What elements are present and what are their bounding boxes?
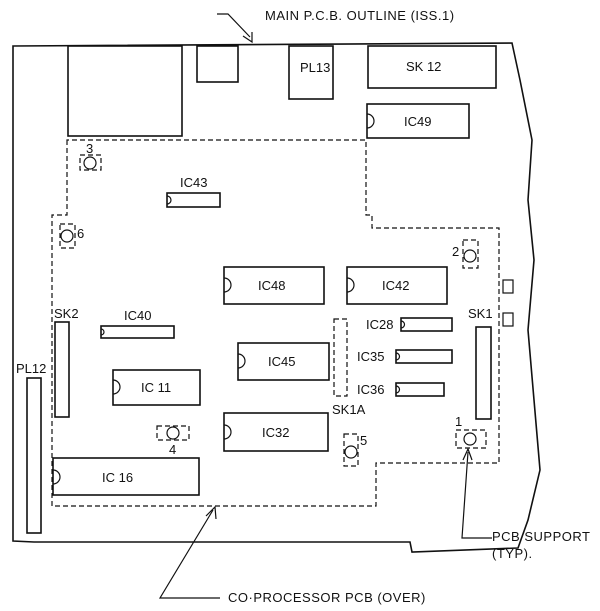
support-4-label: 4 [169, 442, 176, 457]
pcb-support-6: 6 [59, 223, 84, 249]
ic42-label: IC42 [382, 278, 409, 293]
pcb-support-leader [461, 451, 492, 539]
pl12-label: PL12 [16, 361, 46, 376]
main-pcb-outline-label: MAIN P.C.B. OUTLINE (ISS.1) [265, 8, 455, 23]
top-block-small [196, 45, 239, 83]
pl13-label: PL13 [300, 60, 330, 75]
support-2-label: 2 [452, 244, 459, 259]
pcb-support-2: 2 [452, 239, 479, 269]
sk12-label: SK 12 [406, 59, 441, 74]
support-3-label: 3 [86, 141, 93, 156]
support-6-label: 6 [77, 226, 84, 241]
ic48-label: IC48 [258, 278, 285, 293]
top-block-large [67, 45, 183, 137]
ic43-chip: IC43 [166, 175, 221, 208]
ic45-label: IC45 [268, 354, 295, 369]
pl12-connector [26, 377, 42, 534]
ic48-chip: IC48 [223, 266, 325, 305]
ic11-chip: IC 11 [112, 369, 201, 406]
pcb-support-3: 3 [79, 141, 102, 171]
ic35-chip: IC35 [357, 349, 453, 364]
pl13-connector [288, 45, 334, 100]
ic28-label: IC28 [366, 317, 393, 332]
edge-tab-upper [502, 279, 514, 294]
ic40-chip: IC40 [100, 308, 175, 339]
pcb-support-typ-label: (TYP). [492, 546, 533, 561]
ic49-label: IC49 [404, 114, 431, 129]
ic43-label: IC43 [180, 175, 207, 190]
ic35-label: IC35 [357, 349, 384, 364]
coprocessor-leader-arrow [205, 505, 217, 520]
sk2-connector [54, 321, 70, 418]
ic36-label: IC36 [357, 382, 384, 397]
pcb-support-1: 1 [455, 414, 487, 449]
ic11-label: IC 11 [141, 380, 171, 395]
sk1a-label: SK1A [332, 402, 366, 417]
pcb-support-label: PCB SUPPORT [492, 529, 590, 544]
sk2-label: SK2 [54, 306, 79, 321]
ic16-label: IC 16 [102, 470, 133, 485]
main-pcb-outline [12, 42, 541, 553]
ic45-chip: IC45 [237, 342, 330, 381]
pcb-support-leader-arrow [462, 447, 473, 461]
ic32-label: IC32 [262, 425, 289, 440]
support-5-label: 5 [360, 433, 367, 448]
ic42-chip: IC42 [346, 266, 448, 305]
ic16-chip: IC 16 [52, 457, 200, 496]
pcb-support-5: 5 [343, 433, 367, 467]
main-pcb-leader-arrow [242, 32, 253, 44]
sk1a-connector [333, 318, 348, 397]
ic40-label: IC40 [124, 308, 151, 323]
coprocessor-pcb-outline [51, 139, 500, 507]
coprocessor-pcb-label: CO·PROCESSOR PCB (OVER) [228, 590, 426, 605]
main-pcb-leader [217, 13, 251, 38]
ic49-chip: IC49 [366, 103, 470, 139]
sk1-connector [475, 326, 492, 420]
sk12-connector [367, 45, 497, 89]
support-1-label: 1 [455, 414, 462, 429]
ic36-chip: IC36 [357, 382, 445, 397]
ic32-chip: IC32 [223, 412, 329, 452]
edge-tab-lower [502, 312, 514, 327]
sk1-label: SK1 [468, 306, 493, 321]
pcb-support-4: 4 [156, 425, 190, 457]
ic28-chip: IC28 [366, 317, 453, 332]
coprocessor-leader [158, 509, 220, 599]
